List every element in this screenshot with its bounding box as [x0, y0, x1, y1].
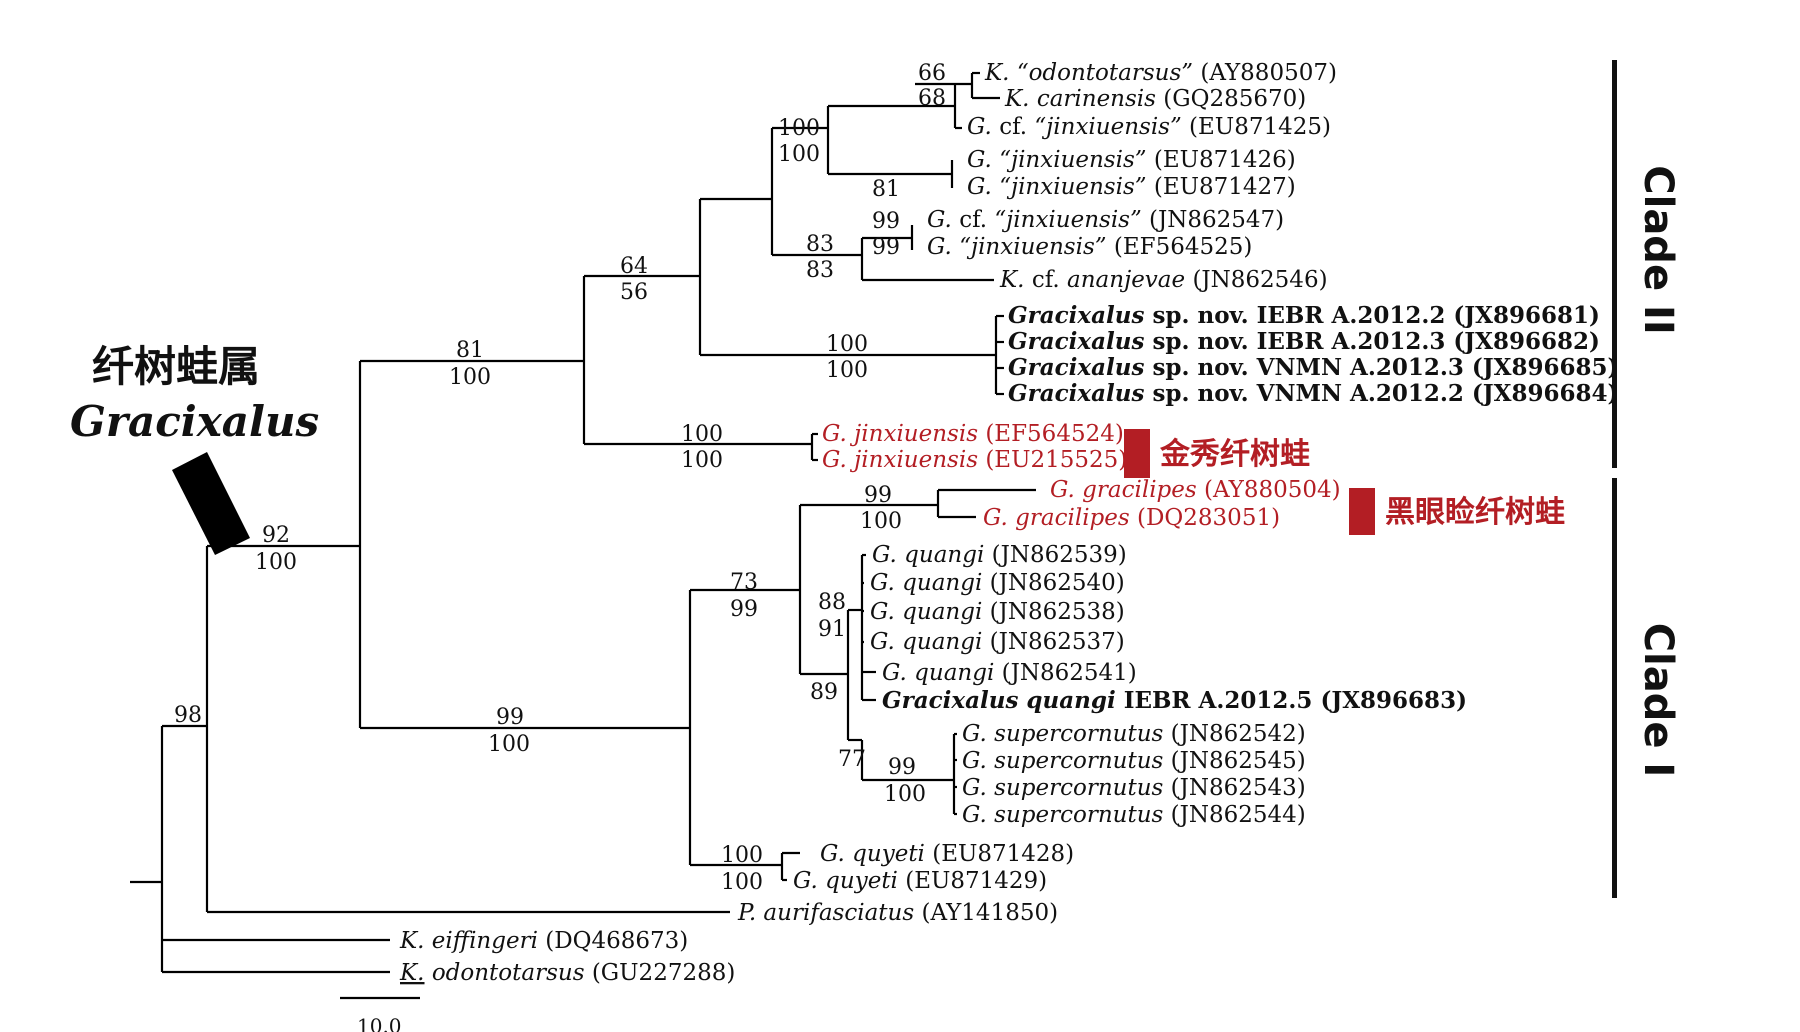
support-value: 81 [456, 338, 484, 363]
genus-annotation: 纤树蛙属 Gracixalus [70, 342, 319, 555]
support-value: 92 [262, 523, 290, 548]
tip-label: G. supercornutus (JN862542) [962, 721, 1306, 747]
tip-label: G. quangi (JN862540) [870, 570, 1125, 596]
tip-label: Gracixalus sp. nov. IEBR A.2012.2 (JX896… [1008, 302, 1600, 329]
tip-label: Gracixalus quangi IEBR A.2012.5 (JX89668… [882, 687, 1467, 714]
support-value: 89 [810, 680, 838, 705]
support-value: 99 [888, 755, 916, 780]
scale-bar-label: 10.0 [357, 1014, 402, 1032]
tip-label: G. supercornutus (JN862545) [962, 748, 1306, 774]
jinxiuensis-cn-label: 金秀纤树蛙 [1159, 437, 1310, 472]
red-highlights: 金秀纤树蛙 黑眼睑纤树蛙 [1124, 429, 1565, 535]
support-value: 66 [918, 61, 946, 86]
support-value: 83 [806, 258, 834, 283]
genus-latin-label: Gracixalus [70, 397, 319, 446]
tip-label: K. “odontotarsus” (AY880507) [984, 60, 1337, 86]
clade1-bar [1612, 478, 1617, 898]
tip-label: G. “jinxiuensis” (EU871426) [967, 147, 1296, 173]
scale-bar: 10.0 [340, 996, 420, 1032]
support-value: 77 [838, 747, 866, 772]
genus-chinese-label: 纤树蛙属 [92, 342, 260, 391]
tip-label: G. quangi (JN862539) [872, 542, 1127, 568]
tip-label: Gracixalus sp. nov. IEBR A.2012.3 (JX896… [1008, 328, 1600, 355]
tip-label: G. “jinxiuensis” (EU871427) [967, 174, 1296, 200]
support-value: 100 [826, 358, 868, 383]
support-values: 66 68 100 100 81 99 99 83 83 64 56 100 1… [174, 61, 946, 895]
support-value: 100 [721, 870, 763, 895]
tip-label: G. quangi (JN862538) [870, 599, 1125, 625]
clade2-bar [1612, 60, 1617, 468]
clade2-label: Clade II [1635, 165, 1681, 335]
support-value: 98 [174, 703, 202, 728]
genus-pointer-bar [172, 452, 250, 555]
tip-label: K. eiffingeri (DQ468673) [399, 928, 688, 954]
support-value: 100 [778, 116, 820, 141]
tip-label: G. quyeti (EU871429) [793, 868, 1047, 894]
tip-label: G. jinxiuensis (EF564524) [822, 421, 1124, 447]
tip-label: G. quangi (JN862541) [882, 660, 1137, 686]
support-value: 100 [884, 782, 926, 807]
tip-label: Gracixalus sp. nov. VNMN A.2012.2 (JX896… [1008, 380, 1618, 407]
tip-label: G. quyeti (EU871428) [820, 841, 1074, 867]
support-value: 100 [778, 142, 820, 167]
support-value: 99 [496, 705, 524, 730]
support-value: 100 [449, 365, 491, 390]
support-value: 83 [806, 232, 834, 257]
tip-labels: K. “odontotarsus” (AY880507) K. carinens… [399, 60, 1618, 986]
support-value: 73 [730, 570, 758, 595]
tree-branches [130, 71, 1036, 974]
clade-annotations: Clade II Clade I [1612, 60, 1681, 898]
support-value: 100 [488, 732, 530, 757]
clade1-label: Clade I [1635, 623, 1681, 778]
support-value: 64 [620, 254, 648, 279]
tip-label: G. gracilipes (DQ283051) [983, 505, 1280, 531]
support-value: 56 [620, 280, 648, 305]
support-value: 68 [918, 86, 946, 111]
tip-label: G. quangi (JN862537) [870, 629, 1125, 655]
tip-label: G. gracilipes (AY880504) [1050, 477, 1341, 503]
support-value: 100 [826, 332, 868, 357]
support-value: 100 [721, 843, 763, 868]
tip-label: G. cf. “jinxiuensis” (EU871425) [967, 114, 1331, 140]
tip-label: G. supercornutus (JN862544) [962, 802, 1306, 828]
support-value: 99 [730, 597, 758, 622]
support-value: 100 [681, 448, 723, 473]
tip-label: K. cf. ananjevae (JN862546) [999, 267, 1328, 293]
jinxiuensis-marker [1124, 429, 1150, 478]
tip-label: G. jinxiuensis (EU215525) [822, 447, 1127, 473]
support-value: 81 [872, 177, 900, 202]
tip-label: Gracixalus sp. nov. VNMN A.2012.3 (JX896… [1008, 354, 1618, 381]
gracilipes-cn-label: 黑眼睑纤树蛙 [1385, 495, 1565, 530]
support-value: 100 [860, 509, 902, 534]
support-value: 100 [681, 422, 723, 447]
tip-label: G. cf. “jinxiuensis” (JN862547) [927, 207, 1284, 233]
support-value: 88 [818, 590, 846, 615]
tip-label: P. aurifasciatus (AY141850) [737, 900, 1058, 926]
support-value: 99 [864, 483, 892, 508]
gracilipes-marker [1349, 488, 1375, 535]
tip-label: G. supercornutus (JN862543) [962, 775, 1306, 801]
support-value: 100 [255, 550, 297, 575]
support-value: 99 [872, 235, 900, 260]
tip-label: K. carinensis (GQ285670) [1004, 86, 1306, 112]
support-value: 99 [872, 209, 900, 234]
tip-label: G. “jinxiuensis” (EF564525) [927, 234, 1252, 260]
support-value: 91 [818, 617, 846, 642]
tip-label: K. odontotarsus (GU227288) [399, 960, 735, 986]
